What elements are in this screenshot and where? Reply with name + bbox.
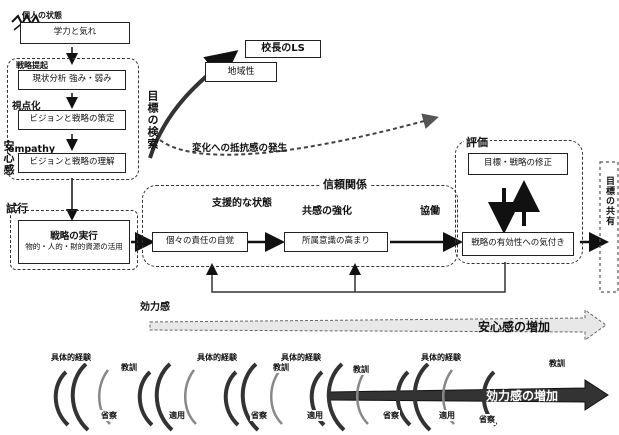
efficacy-arrow-label: 効力感の増加 — [486, 387, 558, 404]
trust-title: 信頼関係 — [320, 176, 370, 192]
spiral-reflection-4: 省察 — [478, 414, 496, 425]
vertical-label-right: 目標の共有 — [603, 176, 616, 226]
execution-sub: 物的・人的・財的資源の活用 — [25, 243, 123, 252]
spiral-application-1: 適用 — [168, 410, 186, 421]
start-box: 学力と気れ — [20, 22, 130, 44]
spiral-reflection-3: 省察 — [382, 410, 400, 421]
trust-box-belonging: 所属意識の高まり — [284, 232, 388, 252]
spiral-application-3: 適用 — [438, 410, 456, 421]
spiral-application-2: 適用 — [306, 410, 324, 421]
trust-box-responsibility: 個々の責任の自覚 — [152, 232, 248, 252]
evaluation-box-awareness: 戦略の有効性への気付き — [462, 232, 574, 256]
spiral-reflection-2: 省察 — [250, 410, 268, 421]
stage1-box: 現状分析 強み・弱み — [18, 70, 126, 90]
trust-col2-label: 共感の強化 — [302, 202, 352, 217]
evaluation-box-revise: 目標・戦略の修正 — [468, 153, 568, 175]
efficacy-arrow-shape — [330, 380, 608, 410]
spiral-lesson-2: 教訓 — [272, 362, 290, 373]
spiral-lesson-3: 教訓 — [352, 364, 370, 375]
spiral-lesson-4: 教訓 — [548, 358, 566, 369]
ls-box: 校長のLS — [245, 40, 321, 58]
spiral-reflection-1: 省察 — [100, 410, 118, 421]
stage3-box: ビジョンと戦略の理解 — [18, 153, 126, 173]
resistance-label: 変化への抵抗感の発生 — [192, 140, 287, 154]
vertical-label-safety: 安心感 — [0, 140, 16, 176]
safety-arrow-label: 安心感の増加 — [478, 318, 550, 335]
trust-col3-label: 協働 — [420, 202, 440, 217]
spiral-lesson-1: 教訓 — [120, 362, 138, 373]
start-label: 個人の状態 — [22, 10, 62, 21]
stage2-box: ビジョンと戦略の策定 — [18, 110, 126, 130]
execution-box: 戦略の実行 物的・人的・財的資源の活用 — [18, 220, 130, 264]
evaluation-label: 評価 — [464, 134, 490, 150]
trust-col1-label: 支援的な状態 — [212, 194, 272, 209]
trust-frame — [142, 185, 458, 267]
efficacy-label: 効力感 — [140, 298, 170, 313]
spiral-experience-3: 具体的経験 — [280, 352, 322, 363]
regional-box: 地域性 — [205, 62, 277, 82]
vertical-label-goal-search: 目標の検索 — [144, 90, 160, 150]
spiral-experience-1: 具体的経験 — [50, 352, 92, 363]
spiral-experience-2: 具体的経験 — [196, 352, 238, 363]
spiral-experience-4: 具体的経験 — [420, 352, 462, 363]
